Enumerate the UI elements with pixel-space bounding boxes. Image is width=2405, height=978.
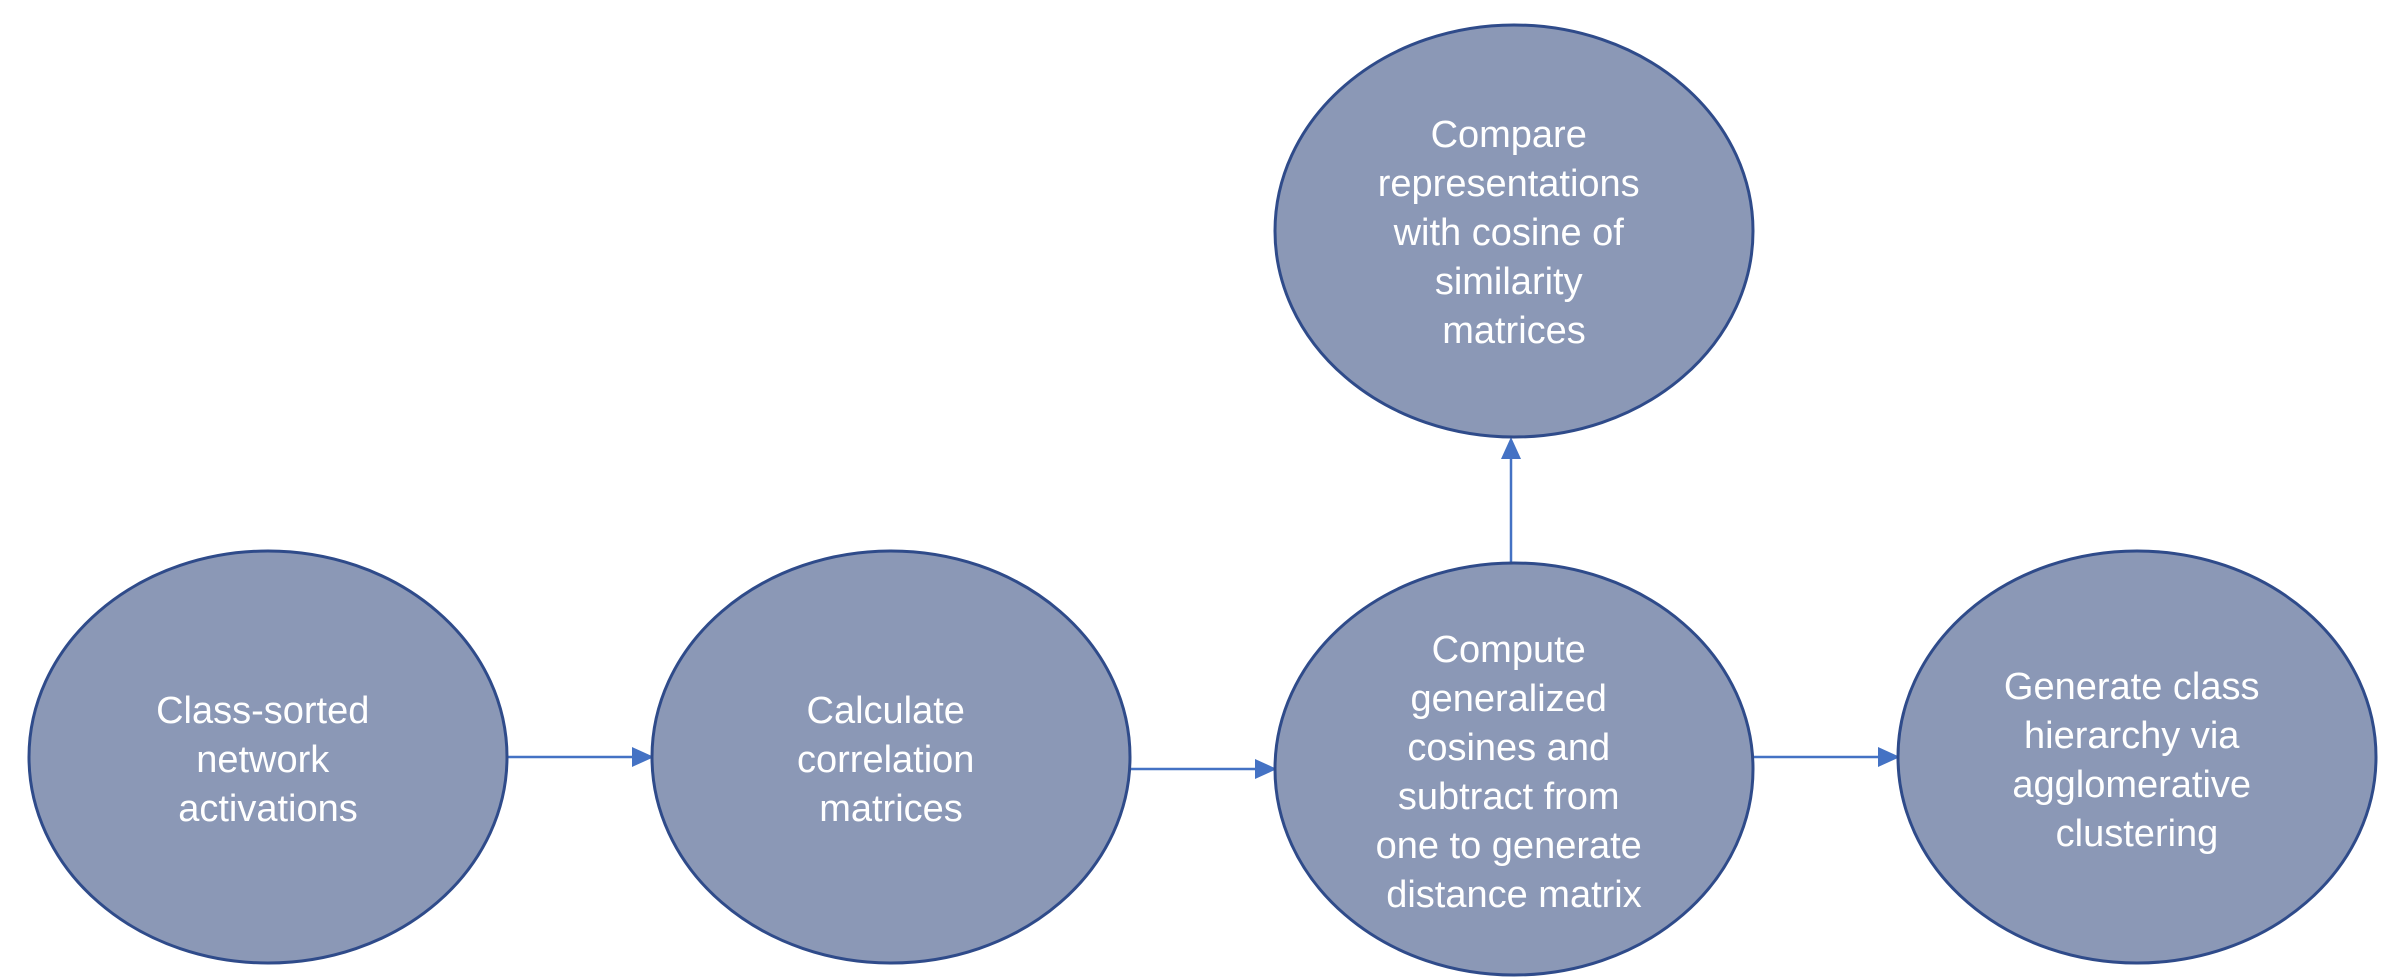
node-label-line: generalized — [1410, 678, 1606, 720]
node-compare-representations: Compare representations with cosine of s… — [1273, 23, 1755, 439]
node-generate-class-hierarchy: Generate class hierarchy via agglomerati… — [1896, 549, 2378, 965]
node-label: Class-sorted network activations — [156, 690, 380, 830]
node-label-line: activations — [178, 788, 358, 830]
node-label-line: with cosine of — [1393, 212, 1625, 254]
node-ellipse — [27, 549, 509, 965]
node-label: Compare representations with cosine of s… — [1378, 114, 1651, 352]
node-label-line: Calculate — [807, 690, 965, 732]
edge-distance-to-hierarchy — [1754, 747, 1900, 767]
node-calculate-correlation: Calculate correlation matrices — [650, 549, 1132, 965]
node-label: Generate class hierarchy via agglomerati… — [2004, 666, 2270, 855]
node-label-line: correlation — [797, 739, 974, 781]
node-label-line: Compute — [1432, 629, 1586, 671]
edge-distance-to-compare — [1501, 437, 1521, 565]
node-ellipse — [1273, 561, 1755, 977]
node-ellipse — [650, 549, 1132, 965]
node-label-line: matrices — [1442, 310, 1586, 352]
node-label-line: agglomerative — [2012, 764, 2251, 806]
node-compute-distance-matrix: Compute generalized cosines and subtract… — [1273, 561, 1755, 977]
node-ellipse — [1273, 23, 1755, 439]
node-label-line: similarity — [1435, 261, 1583, 303]
edge-correlation-to-distance — [1131, 759, 1277, 779]
node-label-line: network — [196, 739, 330, 781]
node-label-line: subtract from — [1398, 776, 1620, 818]
node-label-line: Generate class — [2004, 666, 2260, 708]
edge-activations-to-correlation — [508, 747, 654, 767]
node-label-line: matrices — [819, 788, 963, 830]
node-class-sorted-activations: Class-sorted network activations — [27, 549, 509, 965]
node-label-line: one to generate — [1376, 825, 1642, 867]
node-label: Calculate correlation matrices — [797, 690, 985, 830]
node-label: Compute generalized cosines and subtract… — [1376, 629, 1653, 916]
node-label-line: Class-sorted — [156, 690, 369, 732]
node-label-line: cosines and — [1407, 727, 1610, 769]
node-label-line: Compare — [1431, 114, 1587, 156]
node-label-line: representations — [1378, 163, 1640, 205]
node-label-line: distance matrix — [1386, 874, 1642, 916]
node-ellipse — [1896, 549, 2378, 965]
node-label-line: clustering — [2056, 813, 2219, 855]
node-label-line: hierarchy via — [2024, 715, 2240, 757]
